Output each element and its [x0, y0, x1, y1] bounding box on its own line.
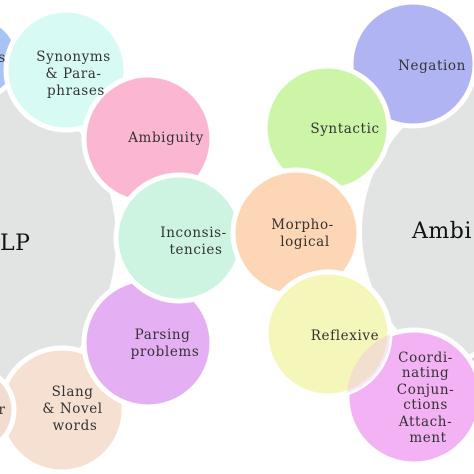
label-synonyms: Synonyms & Para- phrases [36, 49, 115, 99]
right-hub-label: Ambi [411, 219, 472, 244]
label-ambiguity: Ambiguity [127, 130, 204, 146]
label-inconsistencies: Inconsis- tencies [160, 225, 231, 258]
left-hub-label: LP [0, 231, 30, 256]
label-coordinating: Coordi- nating Conjun- ctions Attach- me… [397, 350, 459, 446]
right-hub [362, 84, 474, 380]
label-edge-bottom-left: r [0, 402, 6, 418]
label-negation: Negation [398, 58, 466, 74]
bubble-reflexive [263, 269, 393, 399]
label-edge-top-left: s [0, 50, 6, 66]
label-morphological: Morpho- logical [271, 217, 339, 250]
overlap-reflexive-coordinating [347, 330, 390, 396]
label-slang: Slang & Novel words [42, 384, 107, 434]
label-syntactic: Syntactic [310, 121, 379, 137]
label-reflexive: Reflexive [311, 328, 379, 344]
label-parsing: Parsing problems [131, 327, 200, 360]
bubble-edge-bottom-left [0, 375, 17, 445]
